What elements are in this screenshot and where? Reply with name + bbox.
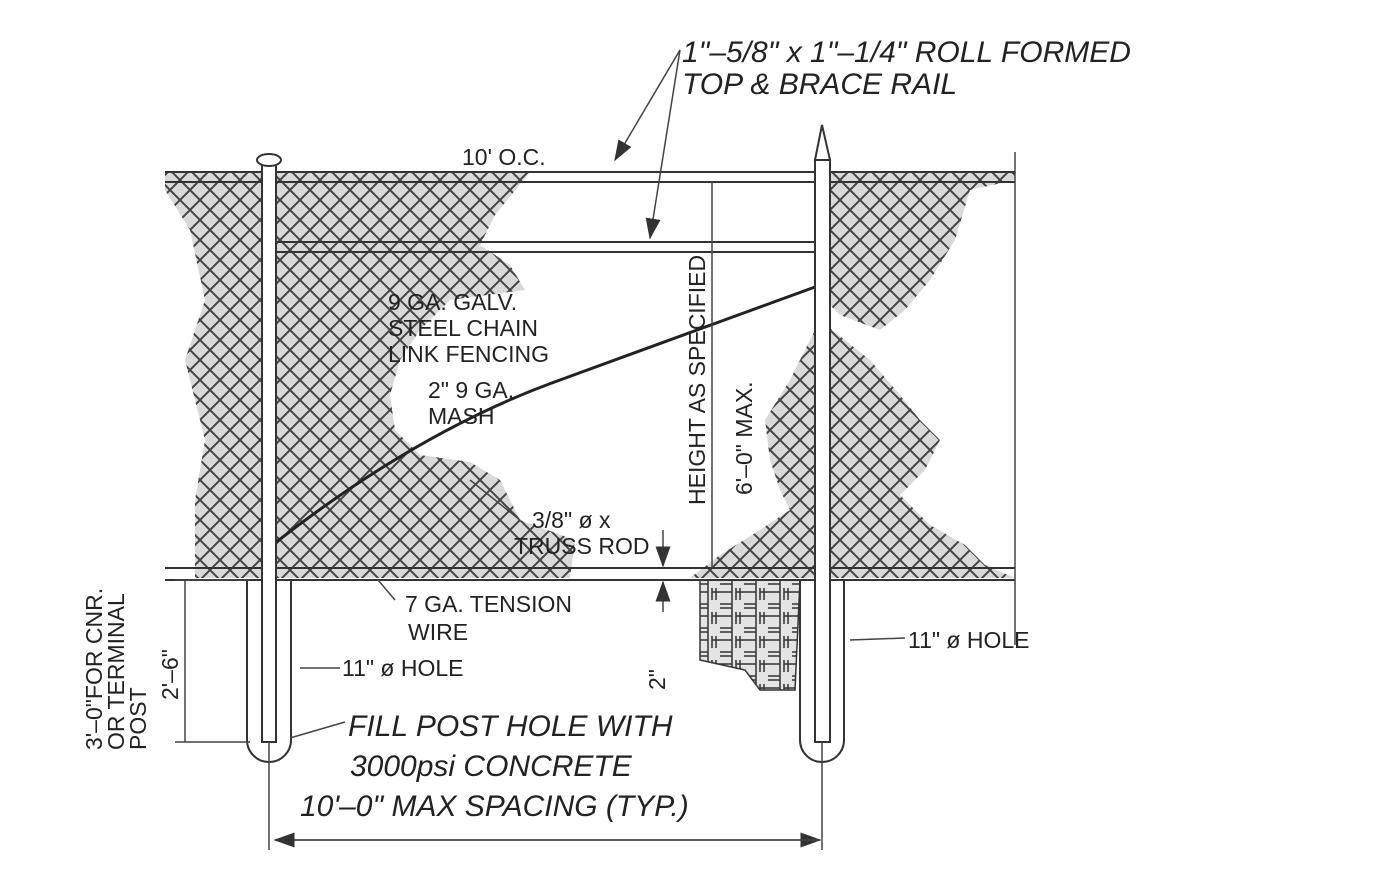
leader-brace-rail xyxy=(645,49,681,240)
truss-label-line1: 3/8" ø x xyxy=(532,507,611,533)
corner-post-label-line3: POST xyxy=(125,687,151,750)
mesh-lower-right-area xyxy=(690,320,1015,578)
top-rail-callout-line1: 1"–5/8" x 1"–1/4" ROLL FORMED xyxy=(682,36,1131,69)
leader-top-rail xyxy=(614,49,681,162)
corner-post-label-line1: 3'–0"FOR CNR. xyxy=(81,588,107,750)
tension-label-line1: 7 GA. TENSION xyxy=(405,591,572,617)
embed-depth-label: 2'–6" xyxy=(157,649,183,700)
top-rail-callout-line2: TOP & BRACE RAIL xyxy=(682,68,957,101)
ground-hatch xyxy=(699,579,801,691)
hole-right-label: 11" ø HOLE xyxy=(908,627,1030,653)
height-max-label: 6'–0" MAX. xyxy=(731,381,757,495)
line-post-top xyxy=(813,124,832,161)
fabric-label-line2: STEEL CHAIN xyxy=(388,315,538,341)
leader-truss-rod xyxy=(469,479,521,521)
fill-label-line1: FILL POST HOLE WITH xyxy=(348,710,673,743)
hole-left-label: 11" ø HOLE xyxy=(342,655,464,681)
leader-tension-wire xyxy=(377,579,396,601)
spacing-oc-label: 10' O.C. xyxy=(462,144,546,170)
mesh-label-line1: 2" 9 GA. xyxy=(428,377,514,403)
mesh-left-area xyxy=(165,172,575,578)
leader-hole-right xyxy=(849,637,906,641)
tension-label-line2: WIRE xyxy=(408,619,468,645)
corner-post-label-line2: OR TERMINAL xyxy=(103,593,129,750)
max-spacing-label: 10'–0" MAX SPACING (TYP.) xyxy=(300,790,689,823)
gap-label: 2" xyxy=(644,669,670,690)
truss-label-line2: TRUSS ROD xyxy=(514,533,649,559)
terminal-post-cap xyxy=(256,153,282,167)
truss-rod xyxy=(274,285,816,545)
mesh-top-right-area xyxy=(822,172,1015,330)
fabric-label-line3: LINK FENCING xyxy=(388,341,549,367)
fill-label-line2: 3000psi CONCRETE xyxy=(350,750,633,783)
leader-fill xyxy=(289,721,346,739)
line-post xyxy=(814,159,831,743)
terminal-post xyxy=(261,161,277,743)
mesh-label-line2: MASH xyxy=(428,403,494,429)
height-label: HEIGHT AS SPECIFIED xyxy=(684,255,710,505)
fabric-label-line1: 9 GA. GALV. xyxy=(388,289,517,315)
